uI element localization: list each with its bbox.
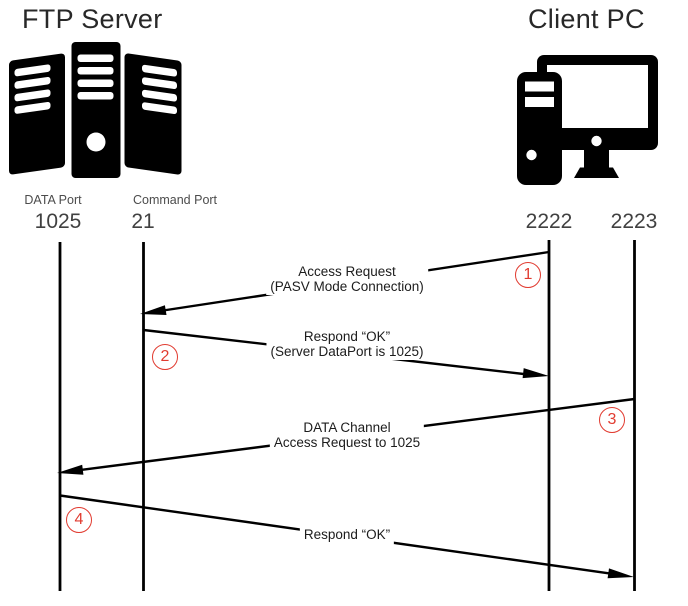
port-number-21: 21 [131, 210, 155, 233]
message-line: DATA Channel [303, 420, 391, 435]
message-line: Access Request [298, 264, 396, 279]
message-line: (PASV Mode Connection) [270, 278, 424, 294]
message-respond-ok-data: Respond “OK” [299, 527, 395, 544]
data-port-label: DATA Port [24, 193, 82, 207]
desktop-pc-icon [517, 55, 658, 185]
message-line: Access Request to 1025 [273, 434, 421, 450]
ftp-server-title: FTP Server [22, 4, 163, 34]
message-line: (Server DataPort is 1025) [270, 343, 424, 359]
port-number-2223: 2223 [610, 210, 658, 233]
command-port-label: Command Port [132, 193, 218, 207]
step-3-badge: 3 [599, 407, 625, 433]
port-number-1025: 1025 [34, 210, 82, 233]
message-data-channel: DATA Channel Access Request to 1025 [269, 420, 425, 452]
message-access-request: Access Request (PASV Mode Connection) [266, 264, 428, 296]
server-rack-icon [9, 42, 182, 178]
step-1-badge: 1 [515, 262, 541, 288]
message-line: Respond “OK” [303, 329, 391, 344]
client-pc-title: Client PC [528, 4, 645, 34]
message-line: Respond “OK” [303, 527, 391, 542]
step-2-badge: 2 [152, 344, 178, 370]
port-number-2222: 2222 [525, 210, 573, 233]
step-4-badge: 4 [66, 507, 92, 533]
message-respond-ok-command: Respond “OK” (Server DataPort is 1025) [266, 329, 428, 361]
